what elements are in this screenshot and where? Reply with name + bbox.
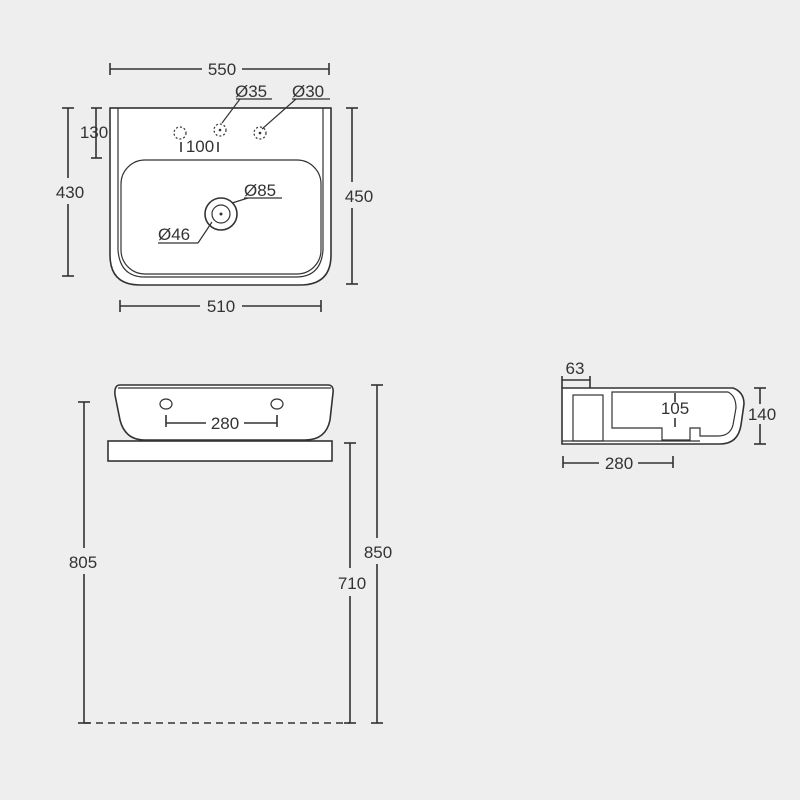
tap-hole-center: [213, 123, 227, 137]
tap-hole-left: [173, 126, 187, 140]
front-tap-hole-left: [159, 398, 173, 410]
dim-drain-outer-diameter: Ø85: [244, 181, 276, 200]
dim-side-height: 140: [748, 405, 776, 424]
drain-inner-ring: [211, 204, 231, 224]
dim-overall-width: 550: [208, 60, 236, 79]
basin-front-lip: [117, 249, 324, 278]
dim-overflow-hole-diameter: Ø30: [292, 82, 324, 101]
front-tap-hole-right: [270, 398, 284, 410]
dim-overall-depth: 450: [345, 187, 373, 206]
dim-bowl-width: 510: [207, 297, 235, 316]
front-view: 280 805 710 850: [69, 384, 392, 724]
dim-tap-hole-offset: 130: [80, 123, 108, 142]
dim-drain-offset: 105: [661, 399, 689, 418]
dim-side-depth: 280: [605, 454, 633, 473]
dim-tap-hole-diameter: Ø35: [235, 82, 267, 101]
tap-hole-right-dot: [258, 131, 262, 135]
basin-side-bowl: [611, 391, 737, 441]
dim-hole-spacing: 100: [186, 137, 214, 156]
dim-bowl-depth: 430: [56, 183, 84, 202]
dim-floor-to-rim: 850: [364, 543, 392, 562]
dim-wall-thickness: 63: [566, 359, 585, 378]
dim-drain-inner-diameter: Ø46: [158, 225, 190, 244]
drain-center: [219, 212, 223, 216]
dim-floor-to-top: 805: [69, 553, 97, 572]
pedestal-slab: [107, 440, 333, 462]
basin-top-outline: [109, 107, 332, 286]
dim-floor-to-bottom: 710: [338, 574, 366, 593]
side-view: 63 105 140 280: [561, 359, 776, 473]
dim-front-hole-spacing: 280: [211, 414, 239, 433]
tap-hole-right: [253, 126, 267, 140]
bowl-outline: [120, 159, 322, 275]
tap-hole-center-dot: [218, 128, 222, 132]
top-view: 550 Ø35 Ø30 130 100 430 450 Ø85: [56, 60, 373, 316]
basin-side-profile: [561, 387, 745, 445]
